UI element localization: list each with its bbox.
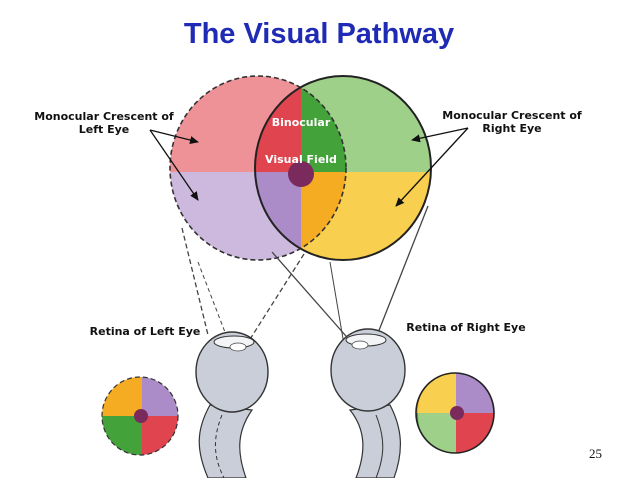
right-crescent-label-line2: Right Eye xyxy=(482,122,541,135)
binocular-label: Binocular xyxy=(272,116,331,129)
left-optic-nerve xyxy=(198,404,254,478)
retina-right-map xyxy=(415,372,495,454)
retina-left-label: Retina of Left Eye xyxy=(90,325,201,338)
retina-left-fovea xyxy=(134,409,148,423)
slide-title: The Visual Pathway xyxy=(183,18,455,50)
retina-right-lower-right xyxy=(456,413,494,453)
visual-field xyxy=(169,75,432,261)
fixation-point xyxy=(288,161,314,187)
left-crescent-arrow-upper xyxy=(149,129,199,144)
left-crescent-arrow-lower xyxy=(149,129,199,201)
right-crescent-arrow-upper xyxy=(411,127,469,143)
retina-left-lower-right xyxy=(142,416,178,455)
retina-right-label: Retina of Right Eye xyxy=(406,321,525,334)
left-eye-projection-outer xyxy=(181,227,209,336)
page-number: 25 xyxy=(589,446,602,461)
retina-right-lower-left xyxy=(416,413,456,453)
right-crescent-label-line1: Monocular Crescent of xyxy=(442,109,582,122)
retina-right-fovea xyxy=(450,406,464,420)
right-crescent-arrow-lower xyxy=(395,127,469,207)
visual-field-label: Visual Field xyxy=(265,153,337,166)
right-eye-projection-outer xyxy=(375,205,429,339)
right-eye-projection-inner xyxy=(271,251,361,353)
optic-nerves xyxy=(198,404,401,478)
left-crescent-label-line2: Left Eye xyxy=(79,123,130,136)
retina-left-upper-right xyxy=(142,377,178,416)
left-field-outline xyxy=(169,75,347,261)
retina-left-map xyxy=(101,376,179,456)
left-eyeball xyxy=(195,331,269,413)
annotation-arrows xyxy=(149,127,469,207)
right-eyeball xyxy=(330,328,406,412)
left-crescent-label-line1: Monocular Crescent of xyxy=(34,110,174,123)
left-eye-ray xyxy=(197,261,249,393)
right-optic-nerve xyxy=(348,404,401,478)
